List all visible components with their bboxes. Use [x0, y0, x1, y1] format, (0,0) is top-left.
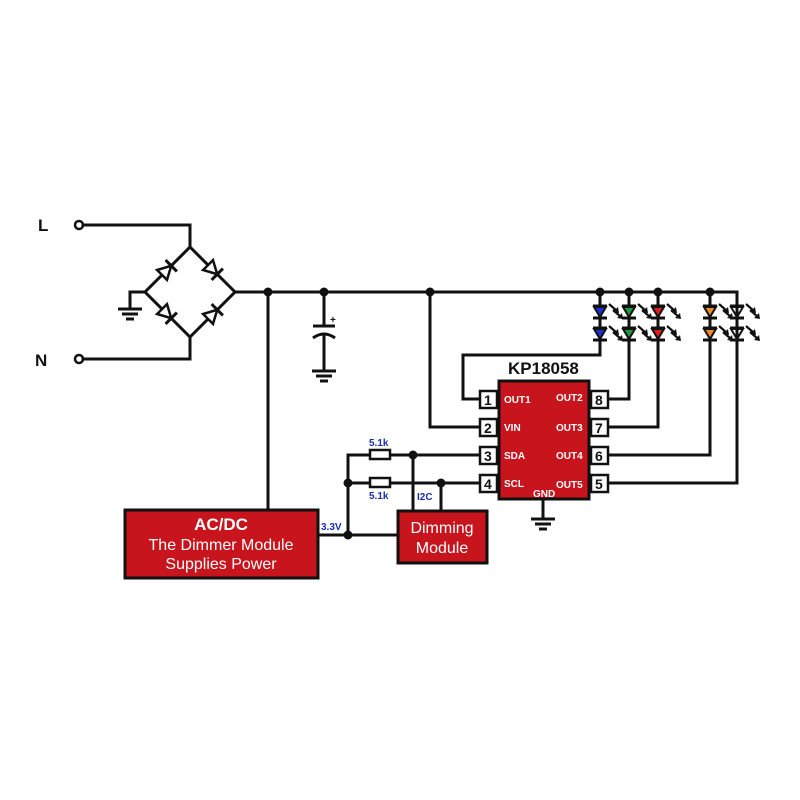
led-icon — [650, 303, 681, 320]
led-column-out5 — [729, 290, 760, 347]
pin-num: 2 — [484, 420, 492, 436]
diode-icon — [154, 301, 178, 325]
led-icon — [702, 303, 733, 320]
pin-num: 7 — [595, 420, 603, 436]
led-icon — [729, 303, 760, 320]
led-icon — [702, 325, 733, 342]
wire-out2 — [606, 343, 631, 401]
diode-icon — [154, 259, 178, 283]
ground-icon — [531, 497, 555, 531]
wire-out3 — [606, 343, 660, 429]
acdc-block: AC/DC The Dimmer Module Supplies Power — [123, 508, 320, 580]
pin-label: OUT1 — [504, 395, 531, 406]
resistor-label-r1: 5.1k — [369, 438, 389, 449]
pin-num: 8 — [595, 392, 603, 408]
terminal-label-n: N — [35, 351, 47, 370]
led-column-out1 — [592, 290, 623, 347]
pin-label: OUT5 — [556, 480, 583, 491]
bridge-rectifier — [142, 244, 238, 340]
wire-l — [81, 223, 192, 249]
led-icon — [621, 303, 652, 320]
dimming-module-block: Dimming Module — [396, 509, 489, 565]
resistor-label-r2: 5.1k — [369, 491, 389, 502]
gnd-label: GND — [533, 489, 555, 500]
led-icon — [592, 325, 623, 342]
acdc-title: AC/DC — [194, 515, 248, 534]
capacitor-icon — [312, 290, 336, 383]
diode-icon — [200, 303, 224, 327]
pin-num: 6 — [595, 448, 603, 464]
ic-kp18058: KP18058 1 2 3 4 8 7 6 5 OUT1 VIN SDA SCL… — [478, 359, 610, 501]
led-column-out2 — [621, 290, 652, 347]
terminal-label-l: L — [38, 216, 48, 235]
wire-n — [81, 335, 192, 361]
wire-out5 — [606, 290, 739, 485]
led-icon — [621, 325, 652, 342]
dimming-line1: Dimming — [410, 520, 473, 537]
led-array — [592, 290, 760, 347]
wire-bus-vin — [428, 290, 480, 429]
led-column-out4 — [702, 290, 733, 347]
ic-name: KP18058 — [508, 359, 579, 378]
net-label-i2c: I2C — [417, 492, 433, 503]
wire-pullup-rail — [346, 453, 372, 537]
wire-out1 — [461, 343, 602, 401]
wire-out4 — [606, 343, 712, 457]
pin-label: OUT3 — [556, 423, 583, 434]
diode-icon — [200, 257, 224, 281]
pin-label: SDA — [504, 451, 525, 462]
ground-icon — [118, 290, 147, 321]
resistor-icon — [368, 448, 392, 461]
pin-num: 5 — [595, 476, 603, 492]
acdc-line2: Supplies Power — [165, 556, 277, 573]
resistor-icon — [368, 476, 392, 489]
pin-num: 1 — [484, 392, 492, 408]
acdc-line1: The Dimmer Module — [149, 537, 294, 554]
pin-label: SCL — [504, 479, 524, 490]
led-icon — [650, 325, 681, 342]
capacitor-polarity: + — [330, 315, 336, 326]
led-column-out3 — [650, 290, 681, 347]
pin-label: OUT2 — [556, 393, 583, 404]
pin-label: OUT4 — [556, 451, 583, 462]
led-icon — [729, 325, 760, 342]
net-label-3v3: 3.3V — [321, 522, 342, 533]
led-icon — [592, 303, 623, 320]
pin-num: 3 — [484, 448, 492, 464]
dimming-line2: Module — [416, 540, 469, 557]
pin-label: VIN — [504, 423, 521, 434]
pin-num: 4 — [484, 476, 492, 492]
